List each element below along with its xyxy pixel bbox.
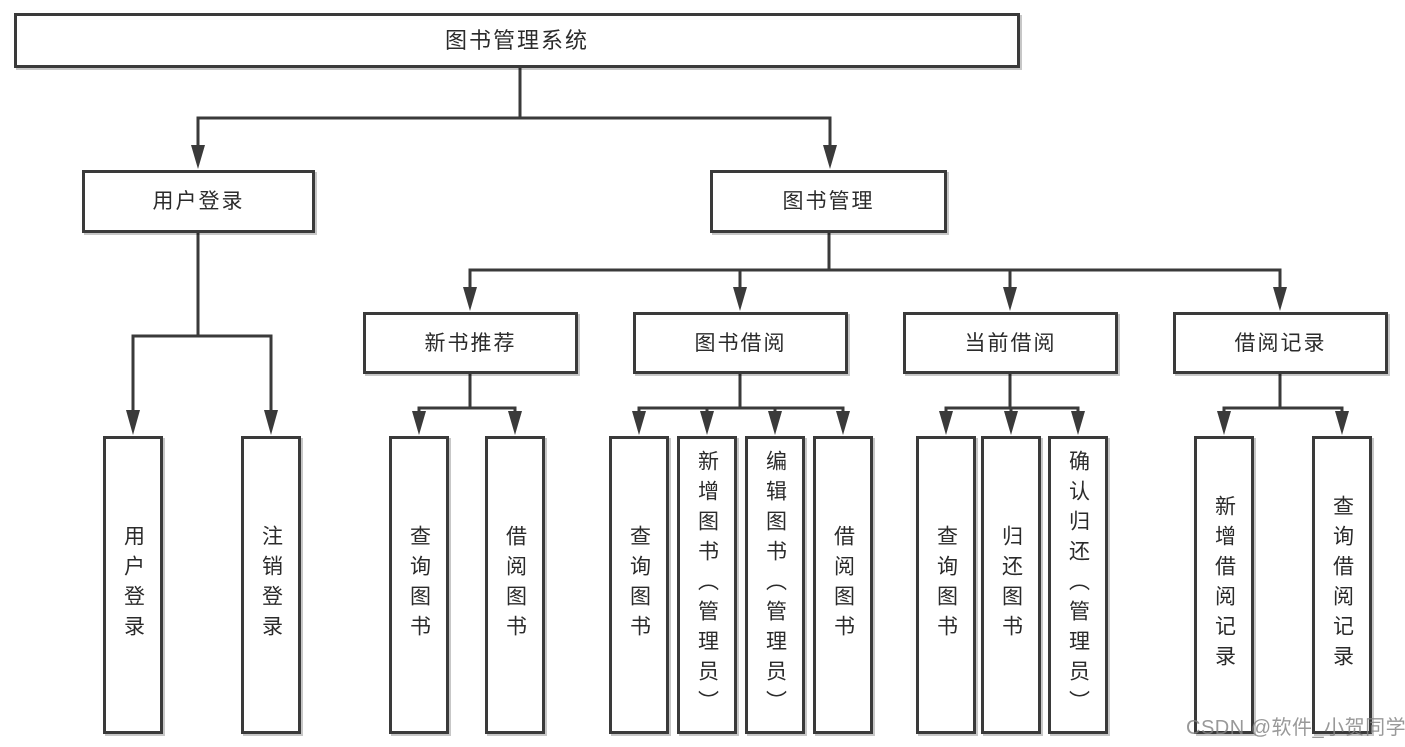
- leaf-logout-login-label: 注销登录: [259, 525, 283, 645]
- leaf-current-query-books-label: 查询图书: [934, 525, 958, 645]
- leaf-borrowing-edit-books-admin-label: 编辑图书（管理员）: [763, 450, 787, 720]
- leaf-borrowing-add-books-admin: 新增图书（管理员）: [677, 436, 737, 734]
- connector-current-to-leaves: [944, 374, 1080, 413]
- leaf-borrowing-query-books-label: 查询图书: [627, 525, 651, 645]
- node-book-management: 图书管理: [710, 170, 947, 233]
- node-new-book-recommend: 新书推荐: [363, 312, 578, 374]
- leaf-records-query-record: 查询借阅记录: [1312, 436, 1372, 734]
- leaf-user-login-label: 用户登录: [121, 525, 145, 645]
- node-user-login-label: 用户登录: [152, 190, 245, 213]
- node-library-system: 图书管理系统: [14, 13, 1020, 68]
- node-user-login: 用户登录: [82, 170, 315, 233]
- node-book-management-label: 图书管理: [782, 190, 875, 213]
- leaf-logout-login: 注销登录: [241, 436, 301, 734]
- node-current-borrowing: 当前借阅: [903, 312, 1118, 374]
- leaf-current-query-books: 查询图书: [916, 436, 976, 734]
- leaf-borrowing-borrow-books-label: 借阅图书: [831, 525, 855, 645]
- leaf-borrowing-edit-books-admin: 编辑图书（管理员）: [745, 436, 805, 734]
- connector-root-to-level2: [196, 68, 832, 147]
- leaf-current-return-books-label: 归还图书: [999, 525, 1023, 645]
- connector-records-to-leaves: [1222, 374, 1344, 413]
- node-book-borrowing: 图书借阅: [633, 312, 848, 374]
- node-book-borrowing-label: 图书借阅: [694, 331, 787, 355]
- leaf-recommend-borrow-books-label: 借阅图书: [503, 525, 527, 645]
- leaf-borrowing-add-books-admin-label: 新增图书（管理员）: [695, 450, 719, 720]
- leaf-borrowing-borrow-books: 借阅图书: [813, 436, 873, 734]
- connector-recommend-to-leaves: [417, 374, 517, 413]
- leaf-current-confirm-return-admin-label: 确认归还（管理员）: [1066, 450, 1090, 720]
- leaf-user-login: 用户登录: [103, 436, 163, 734]
- node-borrowing-records-label: 借阅记录: [1234, 331, 1327, 355]
- connector-userlogin-to-leaves: [131, 233, 273, 412]
- connector-borrowing-to-leaves: [637, 374, 845, 413]
- node-new-book-recommend-label: 新书推荐: [424, 331, 517, 355]
- leaf-current-return-books: 归还图书: [981, 436, 1041, 734]
- leaf-recommend-query-books-label: 查询图书: [407, 525, 431, 645]
- node-current-borrowing-label: 当前借阅: [964, 331, 1057, 355]
- watermark: CSDN @软件_小贺同学: [1186, 717, 1405, 739]
- leaf-recommend-query-books: 查询图书: [389, 436, 449, 734]
- connector-bookmgmt-to-level3: [468, 233, 1282, 288]
- arrowheads: [126, 145, 1349, 435]
- leaf-records-add-record: 新增借阅记录: [1194, 436, 1254, 734]
- leaf-records-add-record-label: 新增借阅记录: [1212, 495, 1236, 675]
- leaf-current-confirm-return-admin: 确认归还（管理员）: [1048, 436, 1108, 734]
- leaf-recommend-borrow-books: 借阅图书: [485, 436, 545, 734]
- node-borrowing-records: 借阅记录: [1173, 312, 1388, 374]
- leaf-borrowing-query-books: 查询图书: [609, 436, 669, 734]
- leaf-records-query-record-label: 查询借阅记录: [1330, 495, 1354, 675]
- node-library-system-label: 图书管理系统: [444, 27, 589, 53]
